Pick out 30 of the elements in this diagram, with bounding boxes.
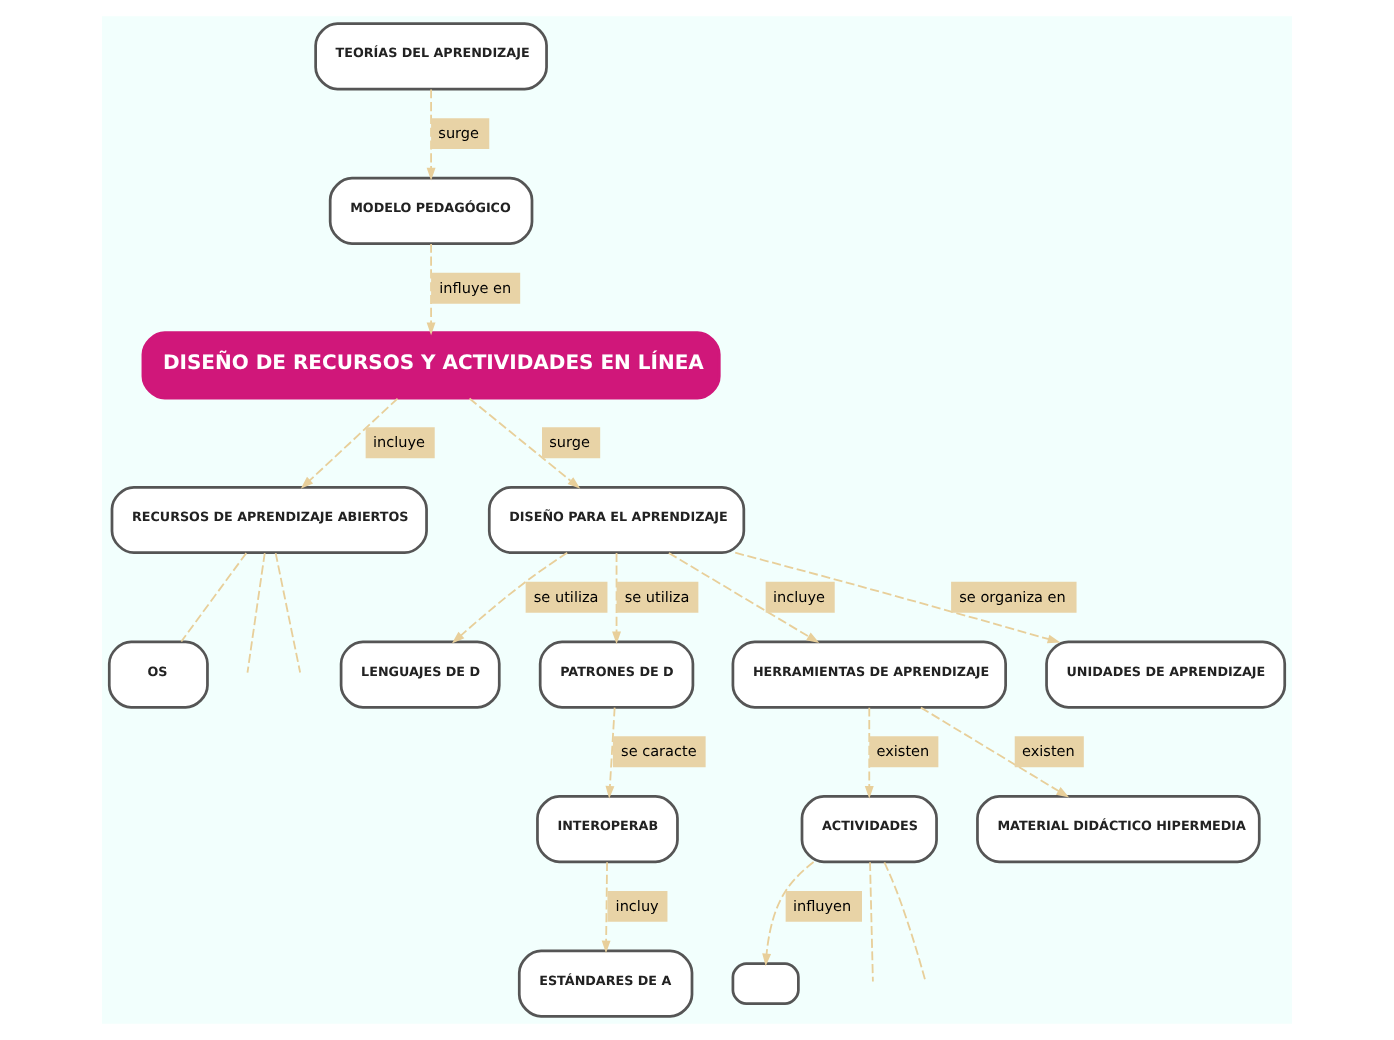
- connector: [274, 552, 302, 674]
- arrow: [734, 551, 1061, 644]
- edge-label: influye en: [439, 278, 512, 297]
- edge-label: incluye: [372, 433, 425, 452]
- node-box: DISEÑO DE RECURSOS Y ACTIVIDADES EN LÍNEA: [141, 331, 721, 400]
- edge-label: surge: [438, 124, 480, 142]
- edge-label: incluye: [772, 587, 825, 606]
- connector: [883, 861, 927, 983]
- arrow: [864, 706, 874, 799]
- arrow: [762, 861, 815, 967]
- arrow: [468, 397, 581, 489]
- connector: [180, 552, 248, 643]
- edge-label: surge: [549, 433, 590, 452]
- edge-label: existen: [876, 742, 930, 761]
- arrow: [612, 552, 621, 645]
- edge-label: se utiliza: [533, 587, 599, 606]
- edge-label: influyen: [792, 896, 852, 915]
- connector: [869, 861, 874, 983]
- connector: [246, 552, 266, 674]
- edge-label: se utiliza: [624, 587, 690, 606]
- edge-label: existen: [1022, 742, 1075, 761]
- arrow: [601, 861, 611, 954]
- edge-label: incluy: [615, 896, 659, 915]
- edge-label: se caracte: [621, 742, 697, 761]
- node-box: [731, 962, 800, 1005]
- arrow: [426, 88, 436, 181]
- arrow: [426, 243, 436, 336]
- arrow: [605, 706, 616, 799]
- edge-label: se organiza en: [959, 587, 1066, 606]
- arrow: [300, 397, 399, 489]
